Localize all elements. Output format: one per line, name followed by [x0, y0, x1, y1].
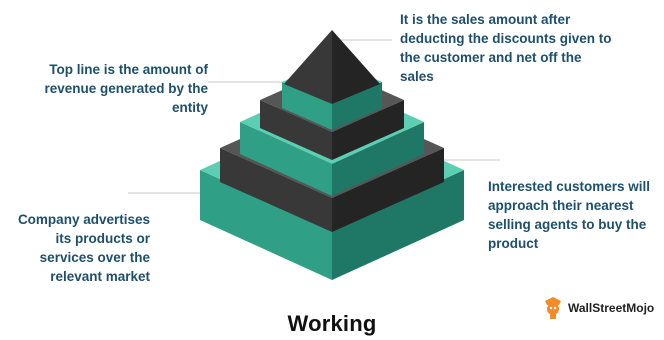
annotation-bottom-left: Company advertises its products or servi…: [17, 212, 150, 284]
wallstreetmojo-mascot-icon: [545, 297, 561, 319]
pyramid: [200, 30, 464, 280]
pyramid-tier-1-left-face: [200, 170, 332, 280]
annotation-mid-right: Interested customers will approach their…: [488, 179, 651, 251]
annotation-top-right: It is the sales amount after deducting t…: [400, 12, 612, 84]
pyramid-tier-3-right-face: [332, 122, 424, 196]
pyramid-tier-3-left-face: [240, 122, 332, 196]
diagram-title: Working: [287, 311, 377, 336]
pyramid-tier-5-left-face: [282, 82, 332, 130]
pyramid-tier-1-right-face: [332, 170, 464, 280]
pyramid-apex-right-face: [332, 30, 380, 104]
pyramid-apex-left-face: [284, 30, 332, 104]
pyramid-tier-4-right-face: [332, 100, 404, 160]
pyramid-tier-4-left-face: [260, 100, 332, 160]
pyramid-tier-2-left-face: [220, 148, 332, 232]
pyramid-tier-2-right-face: [332, 148, 444, 232]
annotation-top-left: Top line is the amount of revenue genera…: [44, 62, 208, 115]
pyramid-tier-5-right-face: [332, 82, 382, 130]
brand-logo: WallStreetMojo: [542, 296, 654, 320]
brand-logo-text: WallStreetMojo: [568, 301, 655, 315]
